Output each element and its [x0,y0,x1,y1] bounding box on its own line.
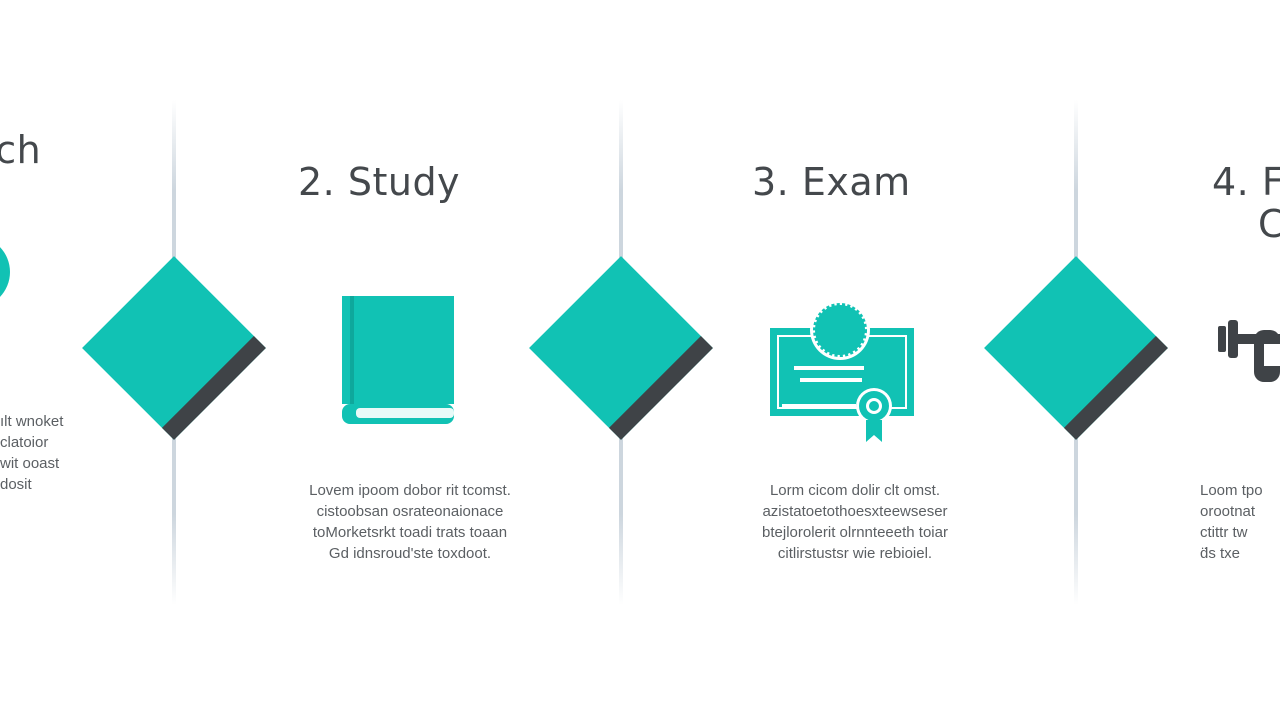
step-3-line-2: azistatoetothoesxteewseser [762,503,948,520]
step-1-line-4: dosit [0,476,32,493]
step-1-line-2: clatoior [0,434,49,451]
step-2-line-1: Lovem ipoom dobor rit tcomst. [309,482,511,499]
step-4-line-3: ctittr tw [1200,524,1248,541]
book-icon [338,292,456,426]
step-3-line-3: btejlorolerit olrnnteeeth toiar [762,524,948,541]
step-1-line-3: wit ooast [0,455,60,472]
step-2-line-3: toMorketsrkt toadi trats toaan [312,524,508,541]
step-4-title-line-2: C [1258,202,1280,246]
step-2-line-4: Gd idnsroud'ste toxdoot. [328,545,492,562]
step-4-line-2: orootnat [1200,503,1256,520]
step-4-line-4: d̈s txe [1200,545,1241,562]
step-3-line-4: citlirstustsr wie rebioiel. [777,545,933,562]
diamond-marker-3 [984,256,1168,440]
step-3-title: 3. Exam [752,160,911,204]
step-2-title: 2. Study [298,160,461,204]
step-3-description: Lorm cicom dolir clt omst. azistatoetoth… [725,480,985,564]
dumbbell-icon [1214,310,1280,386]
diamond-marker-2 [529,256,713,440]
step-4-line-1: Loom tpo [1200,482,1263,499]
step-2-description: Lovem ipoom dobor rit tcomst. cistoobsan… [280,480,540,564]
step-2-line-2: cistoobsan osrateonaionace [316,503,504,520]
step-1-description: ılt wnoket clatoior wit ooast dosit [0,411,120,495]
step-1-title: rch [0,128,42,172]
certificate-icon [768,300,916,446]
circle-icon [0,236,12,308]
step-3-line-1: Lorm cicom dolir clt omst. [769,482,941,499]
step-1-line-1: ılt wnoket [0,413,64,430]
step-4-description: Loom tpo orootnat ctittr tw d̈s txe [1200,480,1280,564]
step-4-title: 4. F [1212,160,1280,204]
